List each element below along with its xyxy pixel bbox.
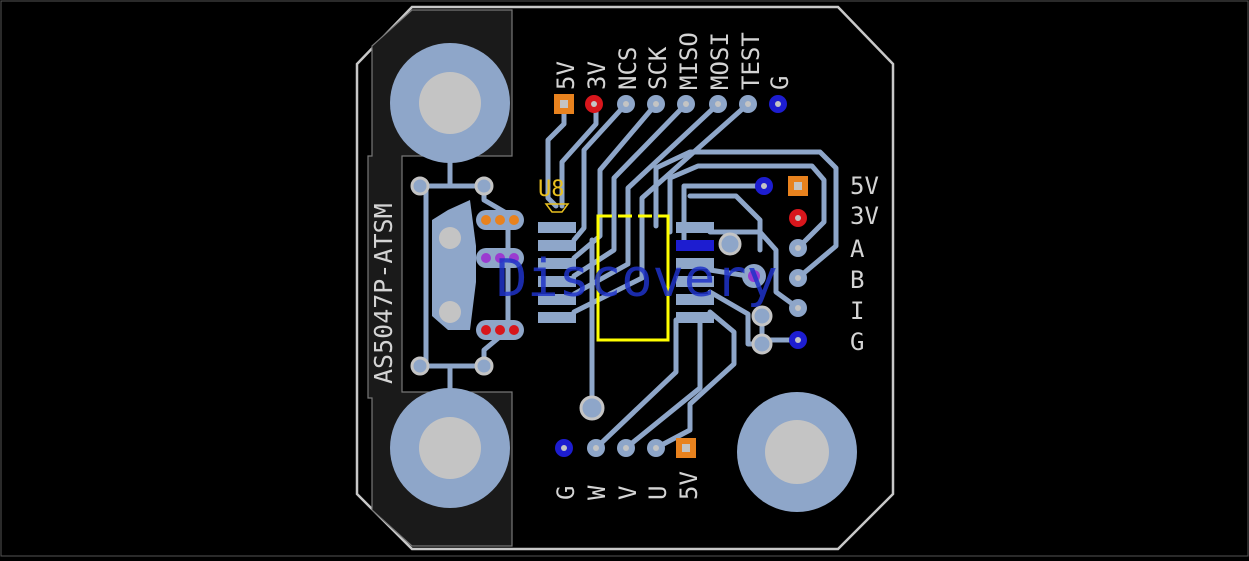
label-right-1: 3V [850, 202, 879, 230]
label-right-2: A [850, 235, 865, 263]
traces [417, 101, 839, 451]
label-top-3: SCK [644, 46, 672, 90]
via-center [718, 232, 742, 256]
silkscreen: 5V 3V NCS SCK MISO MOSI TEST G 5V 3V A B… [369, 32, 879, 500]
label-bottom-3: U [644, 486, 672, 500]
chip-outline [596, 214, 670, 342]
ref-designator: U8 [538, 177, 565, 202]
chip-pads [538, 222, 714, 323]
label-right-0: 5V [850, 172, 879, 200]
label-top-2: NCS [614, 47, 642, 90]
label-bottom-2: V [614, 486, 642, 500]
label-right-4: I [850, 297, 864, 325]
via-gnd-2 [751, 333, 773, 355]
label-top-7: G [766, 76, 794, 90]
chip-name-label: AS5047P-ATSM [369, 203, 398, 384]
label-bottom-1: W [583, 485, 611, 500]
label-bottom-0: G [552, 486, 580, 500]
label-bottom-4: 5V [675, 471, 703, 500]
via-bottom-left [579, 395, 605, 421]
via-gnd-1 [751, 305, 773, 327]
watermark: Discovery [496, 249, 778, 309]
vias [579, 232, 773, 421]
mounting-holes [390, 43, 857, 512]
header-bottom-pads [555, 438, 696, 458]
label-right-5: G [850, 328, 864, 356]
connector-left [410, 176, 524, 376]
pin1-marker [544, 203, 570, 213]
label-right-3: B [850, 266, 864, 294]
header-top-pads [554, 94, 787, 114]
label-top-0: 5V [552, 61, 580, 90]
header-right-pads [755, 176, 808, 349]
label-top-5: MOSI [706, 32, 734, 90]
label-top-6: TEST [737, 32, 765, 90]
label-top-1: 3V [583, 61, 611, 90]
label-top-4: MISO [675, 32, 703, 90]
